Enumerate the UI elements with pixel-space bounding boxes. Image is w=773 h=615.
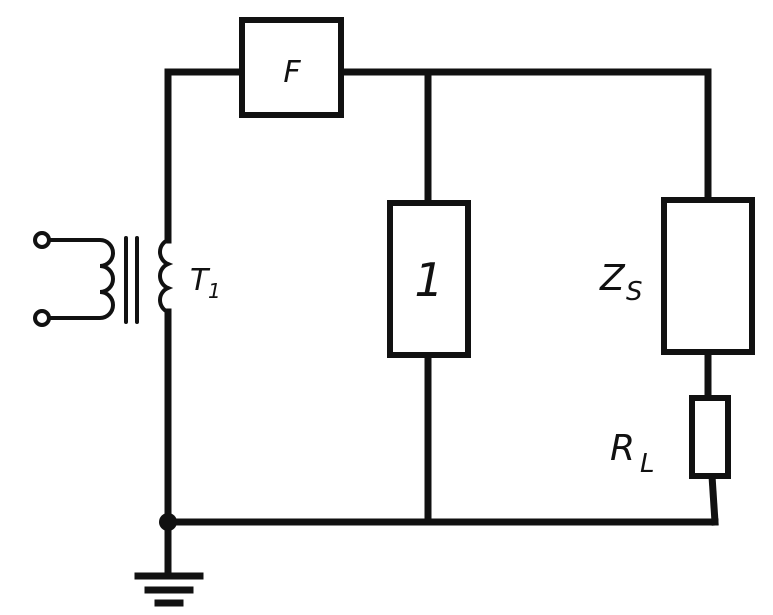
right-branch-bottom-wire bbox=[708, 472, 719, 526]
filter-label: F bbox=[283, 55, 301, 90]
branch-1-label: 1 bbox=[414, 253, 443, 307]
impedance-label: Z S bbox=[599, 258, 643, 307]
branch-1-box bbox=[387, 200, 471, 358]
transformer-label-main: T bbox=[190, 263, 211, 298]
load-resistor-label-main: R bbox=[610, 428, 635, 469]
load-resistor-box bbox=[689, 395, 731, 479]
transformer-secondary-winding bbox=[158, 238, 174, 314]
input-terminal-bottom bbox=[33, 309, 51, 327]
input-terminal-top bbox=[33, 231, 51, 249]
impedance-box bbox=[661, 197, 755, 355]
transformer-label: T 1 bbox=[190, 263, 221, 303]
transformer-primary-winding bbox=[46, 238, 115, 320]
transformer-label-subscript: 1 bbox=[208, 279, 221, 303]
load-resistor-label-subscript: L bbox=[640, 449, 655, 479]
transformer-symbol bbox=[33, 231, 174, 327]
impedance-label-subscript: S bbox=[626, 277, 643, 307]
load-resistor-label: R L bbox=[610, 428, 655, 479]
ground-junction-dot bbox=[159, 513, 177, 531]
filter-box bbox=[239, 17, 344, 118]
ground-symbol bbox=[134, 572, 204, 607]
impedance-label-main: Z bbox=[599, 258, 626, 299]
